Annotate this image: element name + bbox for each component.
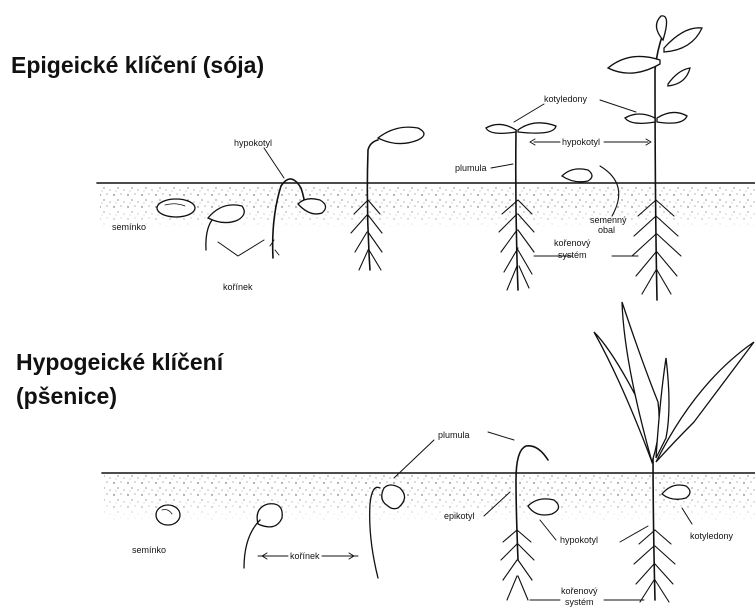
label-seed-wheat: semínko (132, 545, 166, 555)
label-cotyledons-wheat: kotyledony (690, 531, 734, 541)
label-root-wheat: kořínek (290, 551, 320, 561)
label-hypocotyl-left: hypokotyl (234, 138, 272, 148)
label-root-system-line2: systém (558, 250, 587, 260)
hypogeal-soil (102, 473, 755, 522)
epigeal-stage1-seed (157, 199, 195, 217)
label-root-system-wheat-line1: kořenový (561, 586, 598, 596)
label-epicotyl: epikotyl (444, 511, 475, 521)
hypogeal-stage5-wheat (594, 302, 754, 602)
epigeal-stage6-mature (608, 16, 702, 300)
hypogeal-stage4-epicotyl (501, 446, 559, 600)
label-root: kořínek (223, 282, 253, 292)
label-seed-coat-line1: semenný (590, 215, 627, 225)
label-hypocotyl-right: hypokotyl (562, 137, 600, 147)
label-seed: semínko (112, 222, 146, 232)
label-plumule: plumula (455, 163, 487, 173)
label-cotyledons: kotyledony (544, 94, 588, 104)
label-plumule-wheat: plumula (438, 430, 470, 440)
label-root-system-wheat-line2: systém (565, 597, 594, 607)
hypogeal-stage1-grain (156, 505, 180, 525)
label-hypocotyl-wheat: hypokotyl (560, 535, 598, 545)
label-seed-coat-line2: obal (598, 225, 615, 235)
label-root-system-line1: kořenový (554, 238, 591, 248)
